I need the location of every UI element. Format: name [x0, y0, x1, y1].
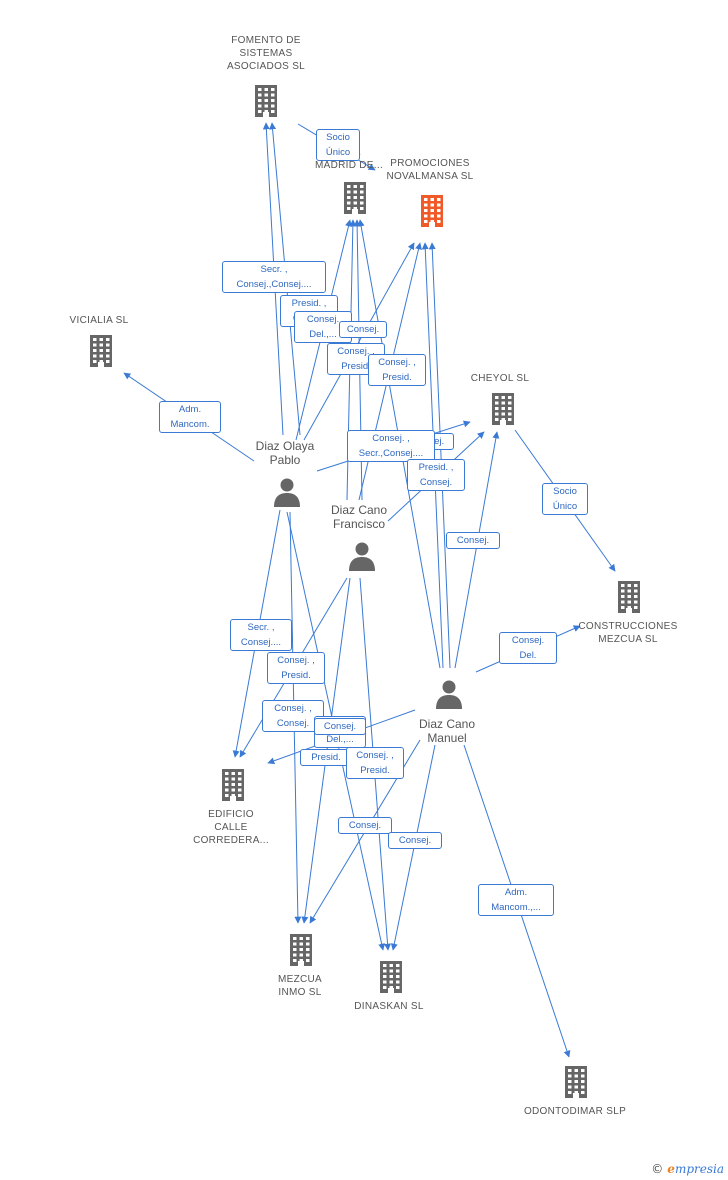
building-icon-fomento[interactable]: [251, 83, 281, 122]
copyright: ©empresia: [651, 1162, 724, 1176]
edge-role-label[interactable]: Consej.: [338, 817, 392, 834]
edge-role-label[interactable]: Presid. , Consej.: [407, 459, 465, 491]
edge-role-label[interactable]: Secr. , Consej....: [230, 619, 292, 651]
edge-manuel-to-cheyol-20: [454, 431, 500, 669]
building-icon-madrid[interactable]: [340, 180, 370, 219]
edge-role-label[interactable]: Consej. , Presid.: [346, 747, 404, 779]
edge-role-label[interactable]: Consej. Del.: [499, 632, 557, 664]
node-label-edificio[interactable]: EDIFICIO CALLE CORREDERA...: [193, 809, 269, 846]
building-icon-edificio[interactable]: [218, 767, 248, 806]
edge-role-label[interactable]: Secr. , Consej.,Consej....: [222, 261, 326, 293]
brand-name: mpresia: [674, 1162, 724, 1176]
building-icon-dinaskan[interactable]: [376, 959, 406, 998]
building-icon-construcciones[interactable]: [614, 579, 644, 618]
building-icon-vicialia[interactable]: [86, 333, 116, 372]
node-label-vicialia[interactable]: VICIALIA SL: [69, 315, 129, 326]
edge-manuel-to-promociones-18: [428, 242, 451, 669]
edge-role-label[interactable]: Consej.: [446, 532, 500, 549]
edge-role-label[interactable]: Consej. , Secr.,Consej....: [347, 430, 435, 462]
node-label-pablo[interactable]: Diaz Olaya Pablo: [255, 439, 315, 467]
edge-role-label[interactable]: Consej. , Presid.: [368, 354, 426, 386]
edge-role-label[interactable]: Adm. Mancom.: [159, 401, 221, 433]
edge-role-label[interactable]: Socio Único: [542, 483, 588, 515]
node-label-dinaskan[interactable]: DINASKAN SL: [354, 1001, 424, 1012]
person-icon-francisco[interactable]: [348, 541, 376, 576]
edges-layer: [123, 122, 616, 1058]
node-label-mezcua[interactable]: MEZCUA INMO SL: [277, 974, 323, 998]
node-label-promociones[interactable]: PROMOCIONES NOVALMANSA SL: [386, 158, 474, 182]
building-icon-odontodimar[interactable]: [561, 1064, 591, 1103]
node-label-fomento[interactable]: FOMENTO DE SISTEMAS ASOCIADOS SL: [226, 35, 306, 72]
brand-initial: e: [667, 1162, 675, 1176]
building-icon-cheyol[interactable]: [488, 391, 518, 430]
edge-role-label[interactable]: Consej.: [339, 321, 387, 338]
edge-role-label[interactable]: Consej.: [388, 832, 442, 849]
node-label-odontodimar[interactable]: ODONTODIMAR SLP: [523, 1106, 627, 1117]
edge-role-label[interactable]: Consej. , Presid.: [267, 652, 325, 684]
building-icon-promociones[interactable]: [417, 193, 447, 232]
edge-role-label[interactable]: Adm. Mancom.,...: [478, 884, 554, 916]
node-label-cheyol[interactable]: CHEYOL SL: [470, 373, 530, 384]
edge-role-label[interactable]: Presid.: [300, 749, 352, 766]
edge-role-label[interactable]: Socio Único: [316, 129, 360, 161]
node-label-manuel[interactable]: Diaz Cano Manuel: [418, 717, 476, 745]
copyright-symbol: ©: [651, 1162, 664, 1176]
person-icon-manuel[interactable]: [435, 679, 463, 714]
person-icon-pablo[interactable]: [273, 477, 301, 512]
node-label-francisco[interactable]: Diaz Cano Francisco: [330, 503, 388, 531]
edge-role-label[interactable]: Consej.: [314, 718, 366, 735]
node-label-construcciones[interactable]: CONSTRUCCIONES MEZCUA SL: [578, 621, 678, 645]
building-icon-mezcua[interactable]: [286, 932, 316, 971]
